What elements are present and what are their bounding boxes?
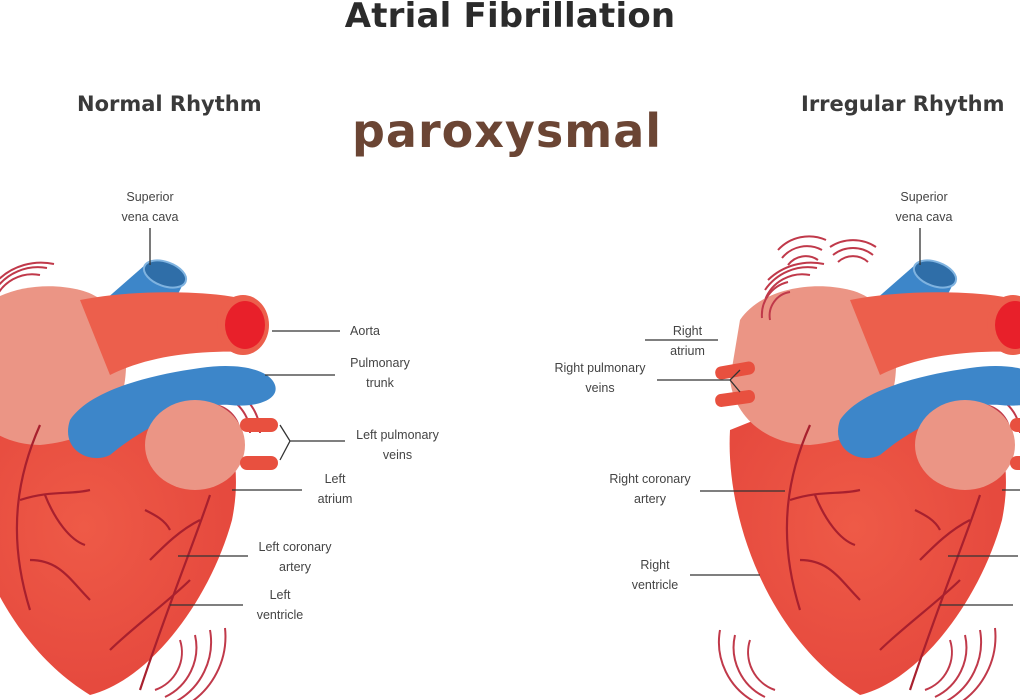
normal-rhythm-heading: Normal Rhythm [77, 92, 262, 116]
normal-heart [0, 226, 347, 700]
label-left-pulmonary-veins: Left pulmonary veins [356, 428, 439, 462]
label-pulmonary-trunk: Pulmonary trunk [350, 356, 410, 390]
irregular-rhythm-heading: Irregular Rhythm [801, 92, 1005, 116]
irregular-heart [645, 226, 1020, 700]
label-left-coronary-artery: Left coronary artery [258, 540, 332, 574]
label-aorta: Aorta [350, 324, 380, 338]
label-superior-vena-cava-irregular: Superior vena cava [895, 190, 953, 224]
label-left-atrium: Left atrium [317, 472, 353, 506]
label-superior-vena-cava: Superior vena cava [121, 190, 179, 224]
label-left-ventricle: Left ventricle [256, 588, 304, 622]
label-right-ventricle: Right ventricle [631, 558, 679, 592]
afib-type-label: paroxysmal [352, 104, 663, 158]
diagram-title: Atrial Fibrillation [344, 0, 676, 36]
label-right-atrium: Right atrium [670, 324, 705, 358]
label-right-pulmonary-veins: Right pulmonary veins [554, 361, 646, 395]
label-right-coronary-artery: Right coronary artery [609, 472, 691, 506]
